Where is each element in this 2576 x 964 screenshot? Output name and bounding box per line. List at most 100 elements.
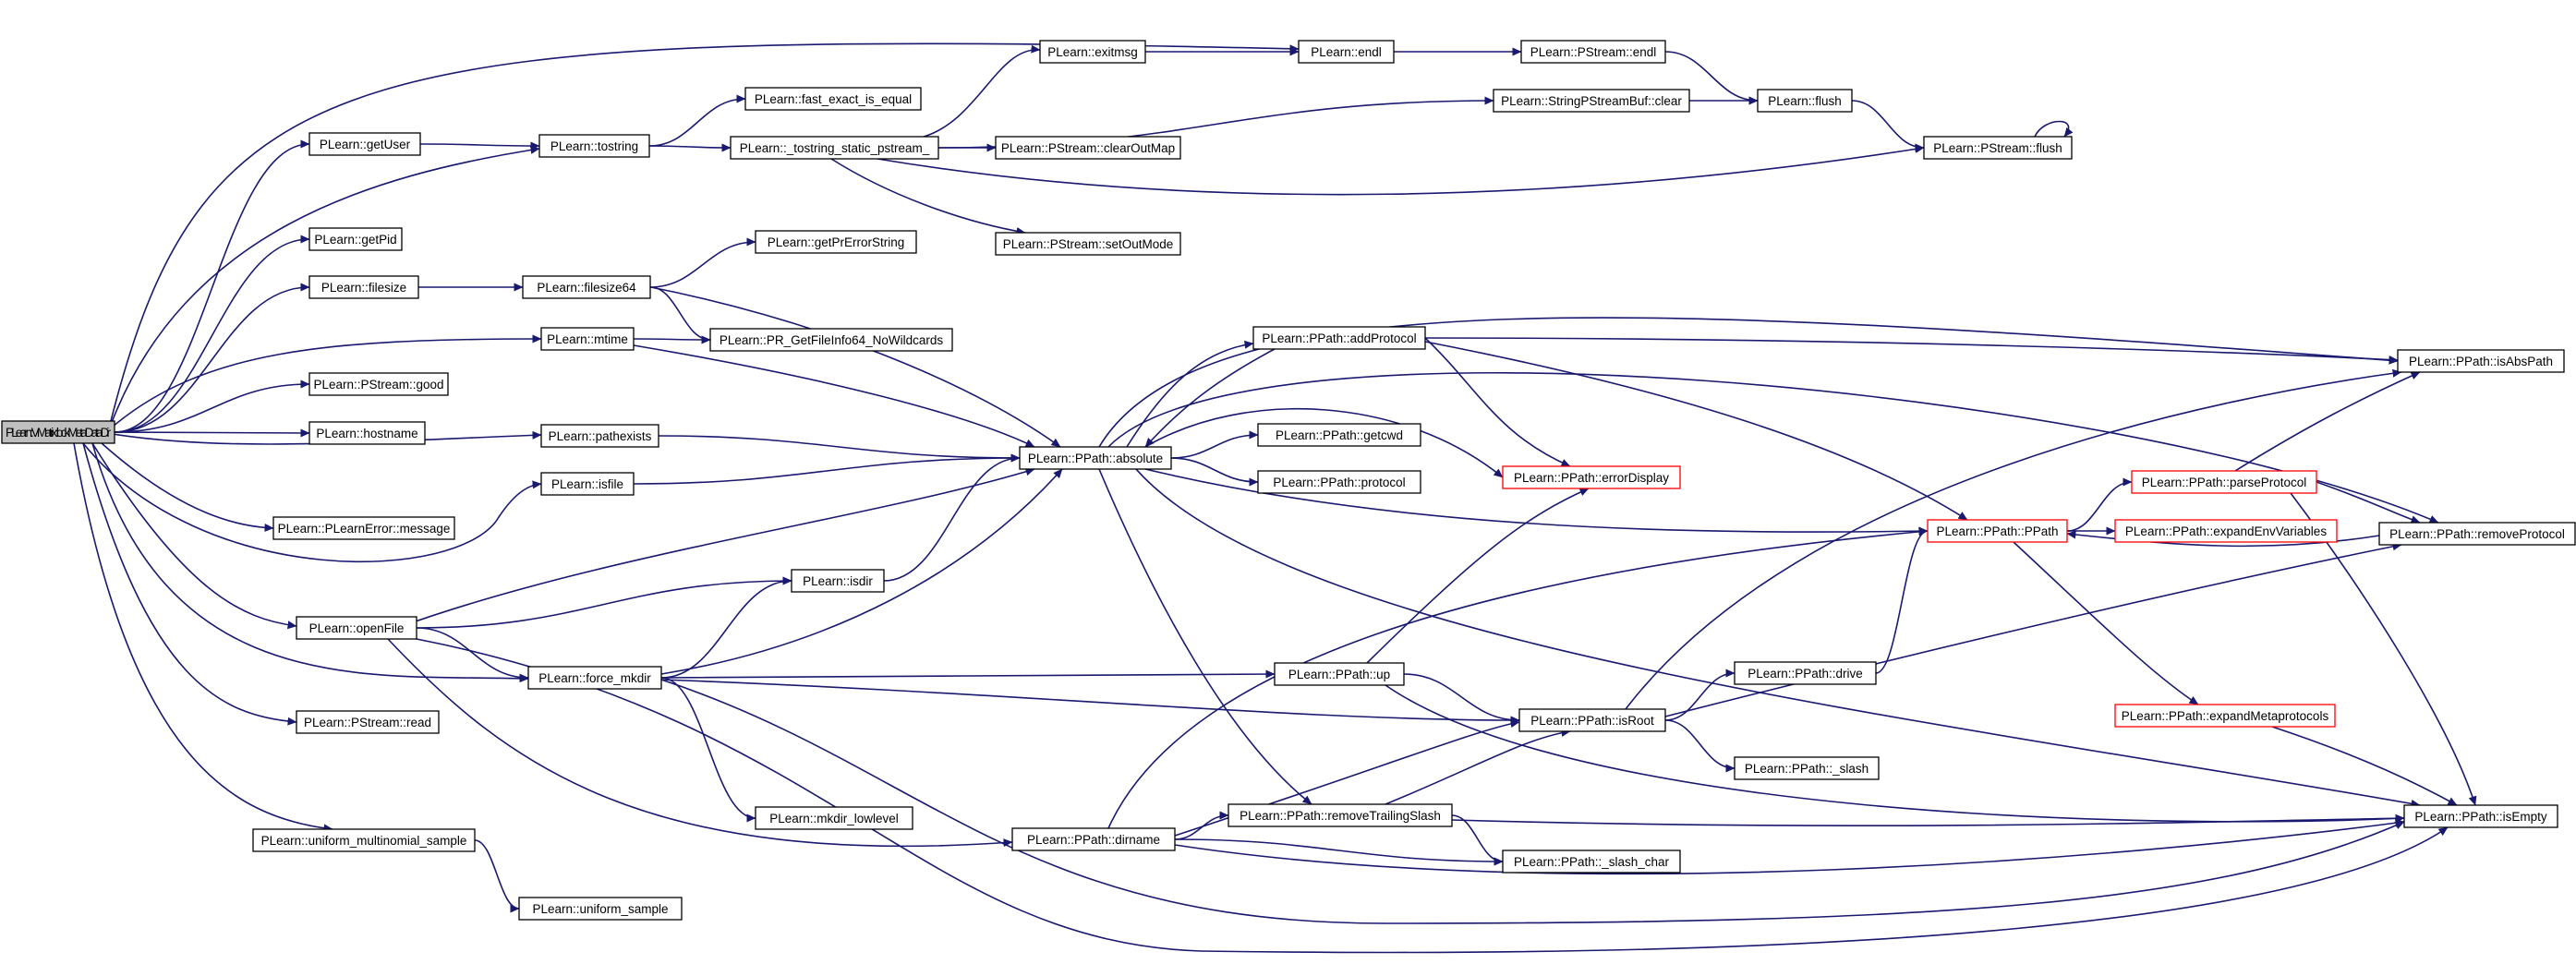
- node-exitmsg[interactable]: PLearn::exitmsg: [1039, 40, 1146, 64]
- node-box: [1520, 40, 1666, 64]
- node-hostname[interactable]: PLearn::hostname: [308, 421, 426, 445]
- call-edge-addProtocol-to-errorDisplay: [1424, 337, 1571, 467]
- call-edge-tsp-to-setOutMode: [830, 158, 1026, 235]
- node-box: [2114, 519, 2338, 543]
- call-edge-isfile-to-absolute: [633, 453, 1021, 485]
- call-edge-absolute-to-isAbsPath: [1098, 317, 2399, 448]
- node-force_mkdir[interactable]: PLearn::force_mkdir: [527, 666, 662, 690]
- node-box: [540, 327, 635, 351]
- node-box: [1257, 423, 1421, 447]
- call-edge-isRoot-to-removeProtocol: [1664, 542, 2402, 717]
- node-flush[interactable]: PLearn::flush: [1757, 89, 1853, 113]
- call-edge-force_mkdir-to-isRoot: [660, 679, 1520, 725]
- function-nodes: PLearn::VMatrix::lockMetaDataDirPLearn::…: [1, 40, 2576, 921]
- node-fee[interactable]: PLearn::fast_exact_is_equal: [744, 87, 922, 111]
- call-edge-rts-to-isRoot: [1385, 729, 1571, 805]
- node-ppath[interactable]: PLearn::PPath::PPath: [1927, 519, 2068, 543]
- node-mkdir_ll[interactable]: PLearn::mkdir_lowlevel: [755, 806, 913, 830]
- node-us[interactable]: PLearn::uniform_sample: [518, 897, 683, 921]
- call-edge-isRoot-to-isAbsPath: [1625, 368, 2402, 710]
- node-box: [296, 616, 417, 640]
- node-box: [1927, 519, 2068, 543]
- call-edge-root-to-force_mkdir: [91, 442, 529, 683]
- node-up[interactable]: PLearn::PPath::up: [1274, 662, 1405, 686]
- node-errorDisplay[interactable]: PLearn::PPath::errorDisplay: [1502, 465, 1681, 489]
- call-edge-ppath-to-parseProtocol: [2066, 477, 2133, 532]
- node-openFile[interactable]: PLearn::openFile: [296, 616, 417, 640]
- node-label: PLearn::PPath::getcwd: [1276, 428, 1403, 442]
- call-edge-dirname-to-slashchar: [1174, 838, 1504, 866]
- node-ums[interactable]: PLearn::uniform_multinomial_sample: [252, 828, 476, 852]
- node-box: [518, 897, 683, 921]
- node-label: PLearn::PPath::expandMetaprotocols: [2122, 709, 2329, 723]
- node-tsp[interactable]: PLearn::_tostring_static_pstream_: [730, 136, 939, 160]
- node-box: [1734, 756, 1880, 780]
- node-mtime[interactable]: PLearn::mtime: [540, 327, 635, 351]
- node-getUser[interactable]: PLearn::getUser: [308, 132, 421, 156]
- call-edge-absolute-to-addProtocol: [1126, 340, 1254, 448]
- call-edge-parseProtocol-to-removeProtocol: [2316, 481, 2421, 524]
- node-message[interactable]: PLearn::PLearnError::message: [272, 516, 455, 540]
- node-setOutMode[interactable]: PLearn::PStream::setOutMode: [995, 232, 1181, 256]
- node-label: PLearn::PPath::dirname: [1027, 833, 1160, 847]
- node-prgfi[interactable]: PLearn::PR_GetFileInfo64_NoWildcards: [709, 328, 953, 352]
- call-edge-root-to-openFile: [91, 442, 297, 630]
- call-edge-root-to-pathexists: [112, 430, 542, 445]
- node-label: PLearn::PPath::up: [1288, 668, 1390, 681]
- node-spsclear[interactable]: PLearn::StringPStreamBuf::clear: [1493, 89, 1690, 113]
- node-isdir[interactable]: PLearn::isdir: [791, 569, 885, 593]
- node-box: [730, 136, 939, 160]
- node-box: [1039, 40, 1146, 64]
- node-drive[interactable]: PLearn::PPath::drive: [1734, 661, 1877, 685]
- call-edge-root-to-getPid: [114, 235, 310, 433]
- node-getPrErr[interactable]: PLearn::getPrErrorString: [755, 230, 917, 254]
- node-isEmpty[interactable]: PLearn::PPath::isEmpty: [2403, 804, 2558, 828]
- node-filesize64[interactable]: PLearn::filesize64: [522, 275, 651, 299]
- node-endl[interactable]: PLearn::endl: [1298, 40, 1395, 64]
- node-box: [1298, 40, 1395, 64]
- node-box: [995, 136, 1181, 160]
- node-parseProtocol[interactable]: PLearn::PPath::parseProtocol: [2131, 470, 2317, 494]
- node-dirname[interactable]: PLearn::PPath::dirname: [1011, 827, 1176, 851]
- node-root[interactable]: PLearn::VMatrix::lockMetaDataDir: [1, 420, 115, 444]
- node-isAbsPath[interactable]: PLearn::PPath::isAbsPath: [2397, 349, 2565, 373]
- node-slashchar[interactable]: PLearn::PPath::_slash_char: [1502, 850, 1681, 874]
- node-label: PLearn::getUser: [320, 138, 411, 151]
- node-getcwd[interactable]: PLearn::PPath::getcwd: [1257, 423, 1421, 447]
- node-expandMeta[interactable]: PLearn::PPath::expandMetaprotocols: [2114, 704, 2336, 728]
- node-filesize[interactable]: PLearn::filesize: [308, 275, 419, 299]
- node-psendl[interactable]: PLearn::PStream::endl: [1520, 40, 1666, 64]
- node-read[interactable]: PLearn::PStream::read: [296, 710, 440, 734]
- node-good[interactable]: PLearn::PStream::good: [308, 372, 449, 396]
- call-edge-isRoot-to-slash: [1664, 719, 1735, 773]
- node-expandEnv[interactable]: PLearn::PPath::expandEnvVariables: [2114, 519, 2338, 543]
- node-label: PLearn::pathexists: [549, 429, 652, 443]
- node-clearOutMap[interactable]: PLearn::PStream::clearOutMap: [995, 136, 1181, 160]
- call-edge-root-to-filesize: [114, 283, 310, 433]
- call-edge-tostring-to-tsp: [648, 143, 732, 152]
- node-protocol[interactable]: PLearn::PPath::protocol: [1257, 470, 1421, 494]
- node-box: [272, 516, 455, 540]
- node-rts[interactable]: PLearn::PPath::removeTrailingSlash: [1228, 803, 1453, 827]
- node-addProtocol[interactable]: PLearn::PPath::addProtocol: [1252, 326, 1426, 350]
- node-pathexists[interactable]: PLearn::pathexists: [540, 424, 659, 448]
- node-getPid[interactable]: PLearn::getPid: [308, 227, 403, 251]
- call-edge-addProtocol-to-ppath: [1424, 341, 1968, 521]
- node-tostring[interactable]: PLearn::tostring: [538, 134, 650, 158]
- call-edge-mtime-to-absolute: [633, 344, 1035, 448]
- node-box: [995, 232, 1181, 256]
- node-box: [709, 328, 953, 352]
- node-label: PLearn::PPath::parseProtocol: [2142, 476, 2307, 489]
- node-box: [308, 227, 403, 251]
- call-edge-openFile-to-dirname: [387, 638, 1013, 848]
- node-isRoot[interactable]: PLearn::PPath::isRoot: [1518, 708, 1666, 732]
- node-psflush[interactable]: PLearn::PStream::flush: [1923, 136, 2073, 160]
- node-removeProtocol[interactable]: PLearn::PPath::removeProtocol: [2378, 522, 2576, 546]
- node-isfile[interactable]: PLearn::isfile: [540, 472, 635, 496]
- call-edge-root-to-endl: [110, 42, 1300, 422]
- node-label: PLearn::PPath::removeProtocol: [2389, 527, 2565, 541]
- node-label: PLearn::PPath::expandEnvVariables: [2125, 524, 2327, 538]
- node-slash[interactable]: PLearn::PPath::_slash: [1734, 756, 1880, 780]
- node-absolute[interactable]: PLearn::PPath::absolute: [1019, 446, 1172, 470]
